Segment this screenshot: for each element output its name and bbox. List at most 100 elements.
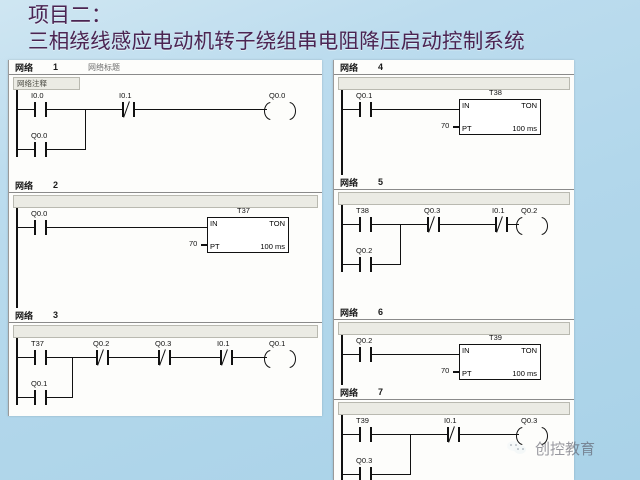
network-comment[interactable] [13, 325, 318, 338]
network-number: 5 [378, 177, 384, 187]
contact-I0-1[interactable] [122, 101, 135, 118]
rung-wire [47, 226, 207, 229]
rung-wire [440, 223, 495, 226]
branch-contact-Q0-0[interactable] [34, 142, 47, 157]
network-word: 网络 [340, 177, 359, 188]
rung-wire [372, 223, 427, 226]
contact-label: Q0.3 [424, 206, 441, 215]
contact-I0-1[interactable] [495, 216, 508, 233]
contact-label: T39 [356, 416, 369, 425]
rung-wire [341, 473, 359, 476]
network-word: 网络 [340, 307, 359, 318]
rung-wire [341, 263, 359, 266]
network-header: 网络 5 [334, 175, 574, 190]
timer-timebase: 100 ms [512, 369, 537, 378]
timer-preset-value: 70 [441, 121, 450, 130]
contact-T37[interactable] [34, 350, 47, 365]
output-coil[interactable] [267, 350, 291, 366]
network-comment[interactable] [338, 77, 570, 90]
contact-Q0-2[interactable] [359, 347, 372, 362]
timer-in-label: IN [210, 219, 218, 228]
power-rail [16, 338, 18, 405]
rung-wire [460, 433, 519, 436]
rung-wire [47, 356, 96, 359]
rung-wire [171, 356, 220, 359]
power-rail [341, 90, 343, 175]
network-comment[interactable] [338, 192, 570, 205]
timer-in-label: IN [462, 346, 470, 355]
rung-wire [341, 223, 359, 226]
timer-type-label: TON [521, 101, 537, 110]
timer-name: T37 [237, 206, 250, 215]
contact-Q0-2[interactable] [96, 349, 109, 366]
branch-contact-Q0-1[interactable] [34, 390, 47, 405]
rung-wire [16, 396, 34, 399]
rung-wire [372, 433, 447, 436]
rung-wire [341, 353, 359, 356]
network-comment[interactable] [338, 402, 570, 415]
network-number: 7 [378, 387, 384, 397]
coil-label: Q0.1 [269, 339, 286, 348]
contact-label: I0.0 [31, 91, 44, 100]
contact-Q0-0[interactable] [34, 220, 47, 235]
timer-in-label: IN [462, 101, 470, 110]
branch-vertical-wire [399, 224, 402, 265]
contact-label: Q0.3 [356, 456, 373, 465]
contact-I0-1[interactable] [220, 349, 233, 366]
network-number: 1 [53, 62, 59, 72]
contact-label: I0.1 [492, 206, 505, 215]
contact-label: I0.1 [119, 91, 132, 100]
timer-pt-label: PT [462, 369, 472, 378]
output-coil[interactable] [519, 217, 543, 233]
rung-wire [233, 356, 267, 359]
contact-label: Q0.3 [155, 339, 172, 348]
timer-name: T38 [489, 88, 502, 97]
network-comment[interactable] [13, 195, 318, 208]
branch-contact-Q0-3[interactable] [359, 467, 372, 480]
watermark-text: 创控教育 [535, 442, 596, 458]
network-comment[interactable] [338, 322, 570, 335]
network-comment[interactable]: 网络注释 [13, 77, 80, 90]
rung-wire [16, 226, 34, 229]
contact-Q0-3[interactable] [158, 349, 171, 366]
contact-I0-1[interactable] [447, 426, 460, 443]
branch-contact-Q0-2[interactable] [359, 257, 372, 272]
contact-label: Q0.2 [356, 246, 373, 255]
timer-preset-wire [201, 244, 207, 246]
wechat-icon [505, 440, 529, 457]
contact-label: Q0.2 [356, 336, 373, 345]
output-coil[interactable] [267, 102, 291, 118]
power-rail [341, 415, 343, 480]
network-word: 网络 [340, 62, 359, 73]
contact-T39[interactable] [359, 427, 372, 442]
timer-preset-value: 70 [441, 366, 450, 375]
timer-type-label: TON [269, 219, 285, 228]
rung-wire [372, 353, 459, 356]
contact-I0-0[interactable] [34, 102, 47, 117]
contact-Q0-3[interactable] [427, 216, 440, 233]
contact-label: Q0.0 [31, 131, 48, 140]
timer-pt-label: PT [210, 242, 220, 251]
contact-T38[interactable] [359, 217, 372, 232]
rung-wire [372, 473, 410, 476]
contact-Q0-1[interactable] [359, 102, 372, 117]
contact-label: I0.1 [217, 339, 230, 348]
